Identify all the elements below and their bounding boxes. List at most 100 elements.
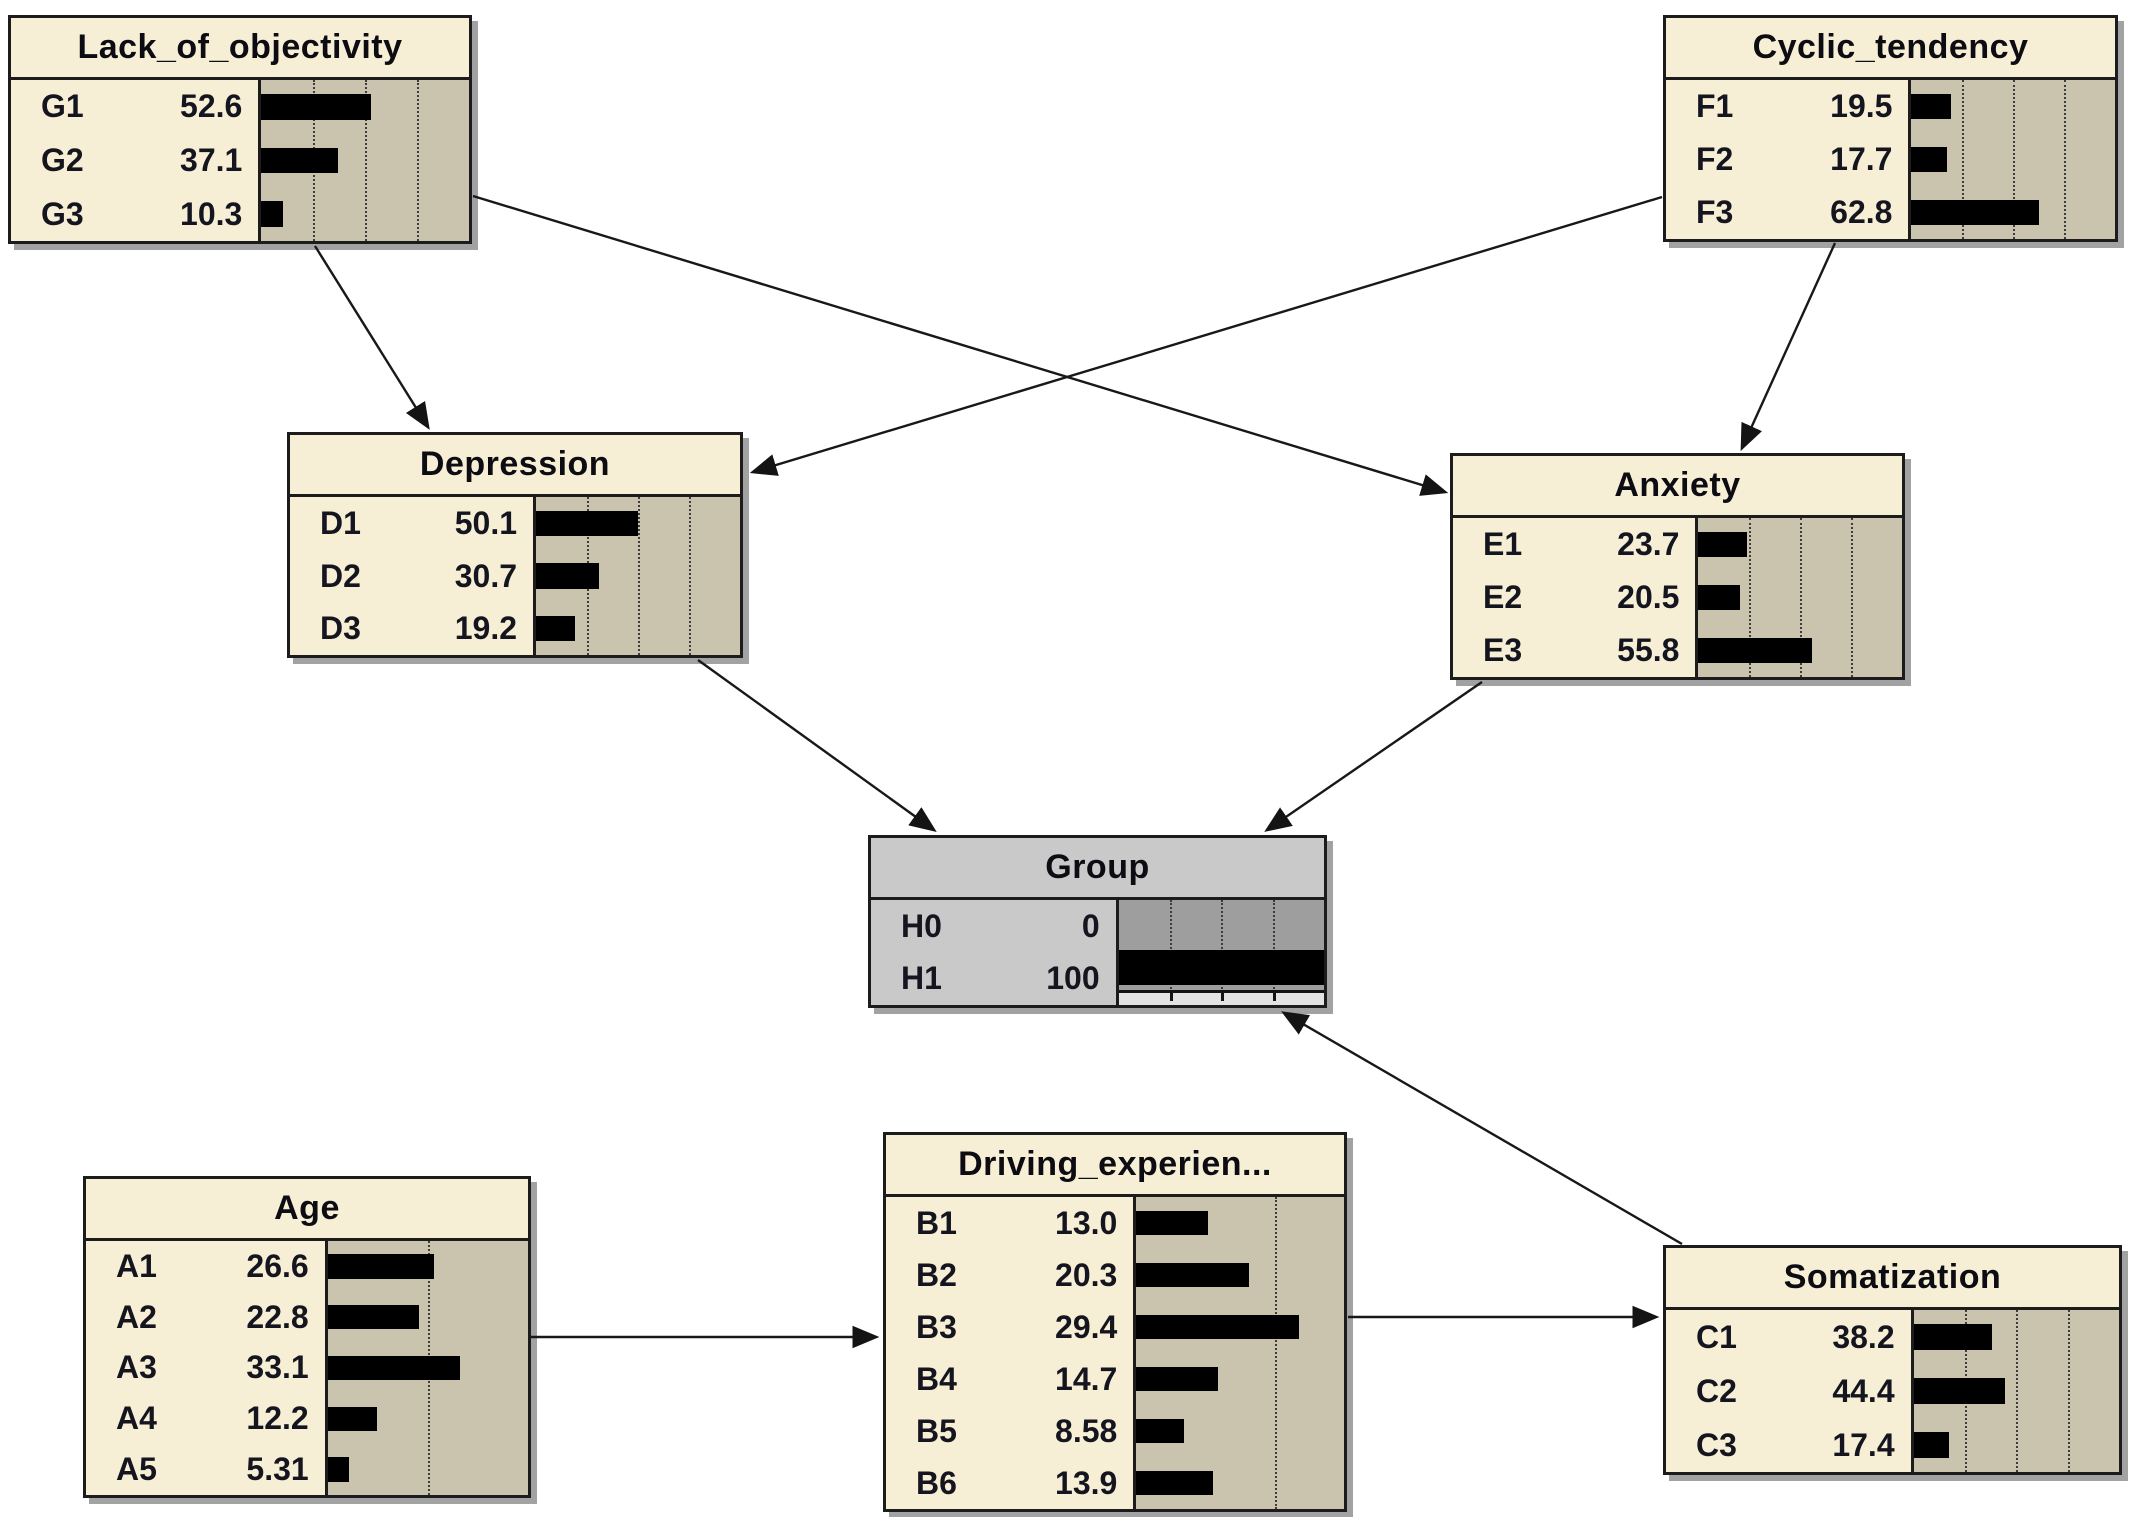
- state-value: 20.3: [1055, 1256, 1118, 1293]
- probability-bar: [536, 510, 639, 536]
- probability-bar: [327, 1406, 377, 1431]
- probability-bar: [1911, 146, 1948, 173]
- scale-strip: [1118, 990, 1324, 1005]
- gridline: [1749, 518, 1752, 677]
- state-row: H1 100: [871, 953, 1116, 1006]
- state-value: 12.2: [246, 1400, 309, 1437]
- state-value: 10.3: [180, 195, 243, 232]
- gridline: [365, 80, 368, 241]
- bar-row: [536, 497, 740, 550]
- state-row: G1 52.6: [11, 80, 258, 134]
- state-value: 50.1: [454, 504, 517, 541]
- gridline: [1274, 1197, 1277, 1509]
- state-label: B3: [916, 1308, 957, 1345]
- state-value: 19.5: [1830, 88, 1893, 124]
- probability-bar: [261, 147, 339, 174]
- bar-row: [261, 80, 469, 134]
- probability-bar: [1913, 1432, 1950, 1458]
- state-label: C3: [1696, 1426, 1737, 1463]
- state-label: C1: [1696, 1318, 1737, 1355]
- probability-bar: [1136, 1210, 1209, 1236]
- probability-bar: [536, 563, 599, 589]
- probability-bar: [261, 201, 283, 228]
- probability-bar: [1136, 1366, 1218, 1392]
- state-label: F3: [1696, 194, 1734, 230]
- state-value: 5.31: [246, 1451, 309, 1488]
- probability-bar: [1698, 584, 1741, 611]
- probability-bar: [536, 616, 576, 642]
- bar-row: [536, 550, 740, 603]
- node-title: Group: [871, 838, 1324, 900]
- bar-row: [1119, 900, 1324, 945]
- gridline: [1962, 80, 1965, 239]
- probability-bar: [327, 1457, 349, 1482]
- state-value: 100: [1046, 960, 1100, 997]
- bar-row: [1911, 186, 2115, 239]
- state-label: A3: [116, 1349, 157, 1386]
- state-label: B5: [916, 1412, 957, 1449]
- bar-row: [1911, 133, 2115, 186]
- bar-row: [1136, 1301, 1344, 1353]
- gridline: [2016, 1310, 2019, 1472]
- scale-tick: [1272, 991, 1276, 1001]
- state-value: 17.7: [1830, 141, 1893, 177]
- bar-chart: [533, 497, 740, 655]
- gridline: [1851, 518, 1854, 677]
- node-title: Cyclic_tendency: [1666, 18, 2115, 80]
- bar-row: [261, 187, 469, 241]
- bar-row: [327, 1343, 528, 1394]
- state-label: G1: [41, 88, 84, 125]
- state-label: G2: [41, 142, 84, 178]
- state-value: 44.4: [1832, 1372, 1895, 1409]
- bar-row: [536, 602, 740, 655]
- bar-row: [1136, 1457, 1344, 1509]
- probability-bar: [1136, 1418, 1184, 1444]
- state-value: 22.8: [246, 1298, 309, 1335]
- state-label: B4: [916, 1360, 957, 1397]
- bar-row: [1118, 945, 1324, 990]
- state-label: H1: [901, 960, 942, 997]
- state-label: D1: [320, 504, 361, 541]
- bar-row: [1136, 1405, 1344, 1457]
- bar-chart: [1908, 80, 2115, 239]
- probability-bar: [261, 93, 371, 120]
- bar-row: [1911, 80, 2115, 133]
- probability-bar: [1136, 1262, 1249, 1288]
- state-value: 52.6: [180, 88, 243, 125]
- gridline: [689, 497, 691, 655]
- state-value: 29.4: [1055, 1308, 1118, 1345]
- state-value: 19.2: [454, 610, 517, 647]
- probability-bar: [1136, 1314, 1300, 1340]
- state-label: F1: [1696, 88, 1734, 124]
- node-title: Somatization: [1666, 1248, 2119, 1310]
- state-value: 13.9: [1055, 1464, 1118, 1501]
- bar-chart: [1115, 900, 1324, 1005]
- scale-tick: [1221, 991, 1225, 1001]
- bar-row: [1913, 1364, 2119, 1418]
